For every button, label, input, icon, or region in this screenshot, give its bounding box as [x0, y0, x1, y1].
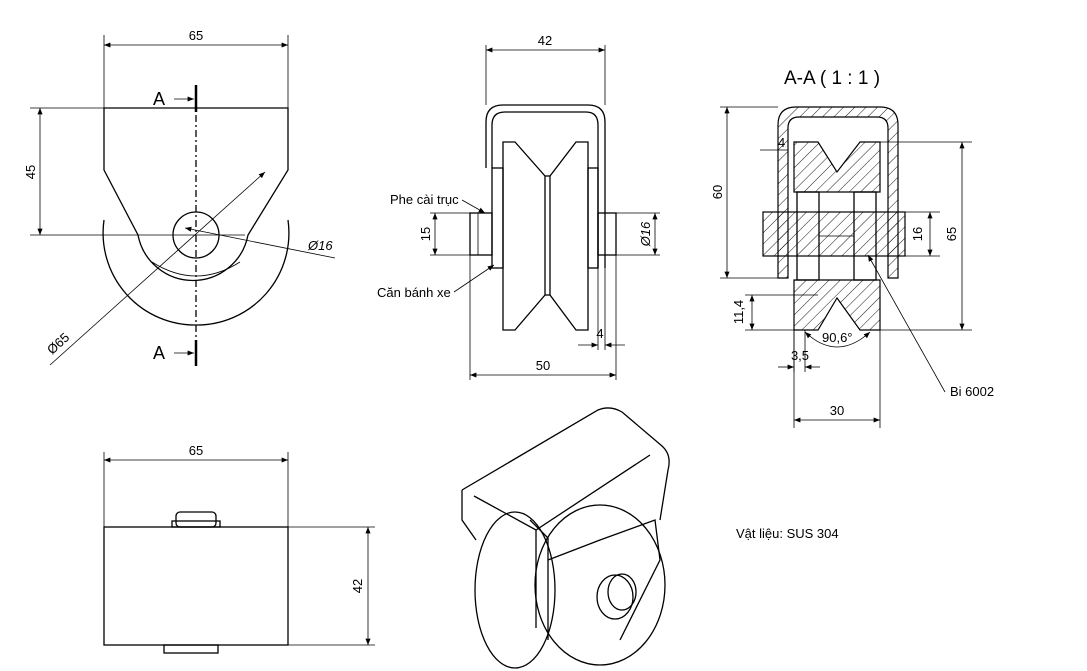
side-view: 42 50 4 15 Ø16 Phe cài trục Căn bánh xe — [377, 33, 660, 380]
wheel-left-half — [502, 141, 546, 331]
section-bore-dim: 16 — [910, 227, 925, 241]
iso-wheel-back — [474, 511, 556, 669]
left-plate — [491, 167, 504, 269]
hole-dia-dim: Ø16 — [307, 238, 333, 253]
section-label-bottom: A — [153, 343, 165, 363]
section-view: A-A ( 1 : 1 ) 60 4 16 65 11,4 — [710, 68, 994, 428]
top-view-body — [103, 526, 289, 646]
isometric-view — [461, 407, 670, 669]
top-height-dim: 42 — [350, 579, 365, 593]
side-shaft-dia-dim: Ø16 — [638, 221, 653, 247]
iso-wheel-front — [534, 504, 666, 666]
side-width-dim: 42 — [538, 33, 552, 48]
section-bracket — [777, 106, 899, 279]
section-groove-depth-dim: 11,4 — [731, 300, 746, 324]
side-flange-dim: 4 — [596, 326, 603, 341]
material-note: Vật liệu: SUS 304 — [736, 526, 839, 541]
section-label-top: A — [153, 89, 165, 109]
bearing-label: Bi 6002 — [950, 384, 994, 399]
iso-bracket-top — [461, 407, 670, 521]
section-height-dim: 60 — [710, 185, 725, 199]
top-view-shaft-cap — [175, 511, 217, 528]
shaft-right — [597, 212, 617, 256]
section-total-dim: 65 — [944, 227, 959, 241]
front-view: A A 65 45 Ø16 Ø65 — [23, 28, 336, 366]
wheel-dia-dim: Ø65 — [44, 330, 72, 358]
bracket-u-outer — [485, 104, 606, 268]
top-width-dim: 65 — [189, 443, 203, 458]
top-view: 65 42 — [103, 443, 375, 654]
side-shaft-dim: 15 — [418, 227, 433, 241]
top-view-washer — [171, 520, 221, 528]
front-width-dim: 65 — [189, 28, 203, 43]
iso-shaft-end — [596, 574, 634, 620]
section-wheel-bottom — [793, 279, 881, 331]
top-view-bottom-shaft — [163, 644, 219, 654]
section-groove-angle: 90,6° — [822, 330, 853, 345]
side-total-dim: 50 — [536, 358, 550, 373]
section-groove-bottom-dim: 3,5 — [791, 348, 809, 363]
label-spacer: Căn bánh xe — [377, 285, 451, 300]
bracket-u-inner — [491, 111, 599, 268]
right-plate — [587, 167, 599, 269]
section-wheel-top — [793, 141, 881, 193]
front-height-dim: 45 — [23, 165, 38, 179]
section-shaft — [762, 211, 906, 257]
section-title: A-A ( 1 : 1 ) — [784, 68, 880, 89]
wheel-right-half — [549, 141, 589, 331]
section-wall-dim: 4 — [778, 135, 785, 150]
section-width-dim: 30 — [830, 403, 844, 418]
shaft-left — [469, 212, 493, 256]
label-circlip: Phe cài trục — [390, 192, 459, 207]
